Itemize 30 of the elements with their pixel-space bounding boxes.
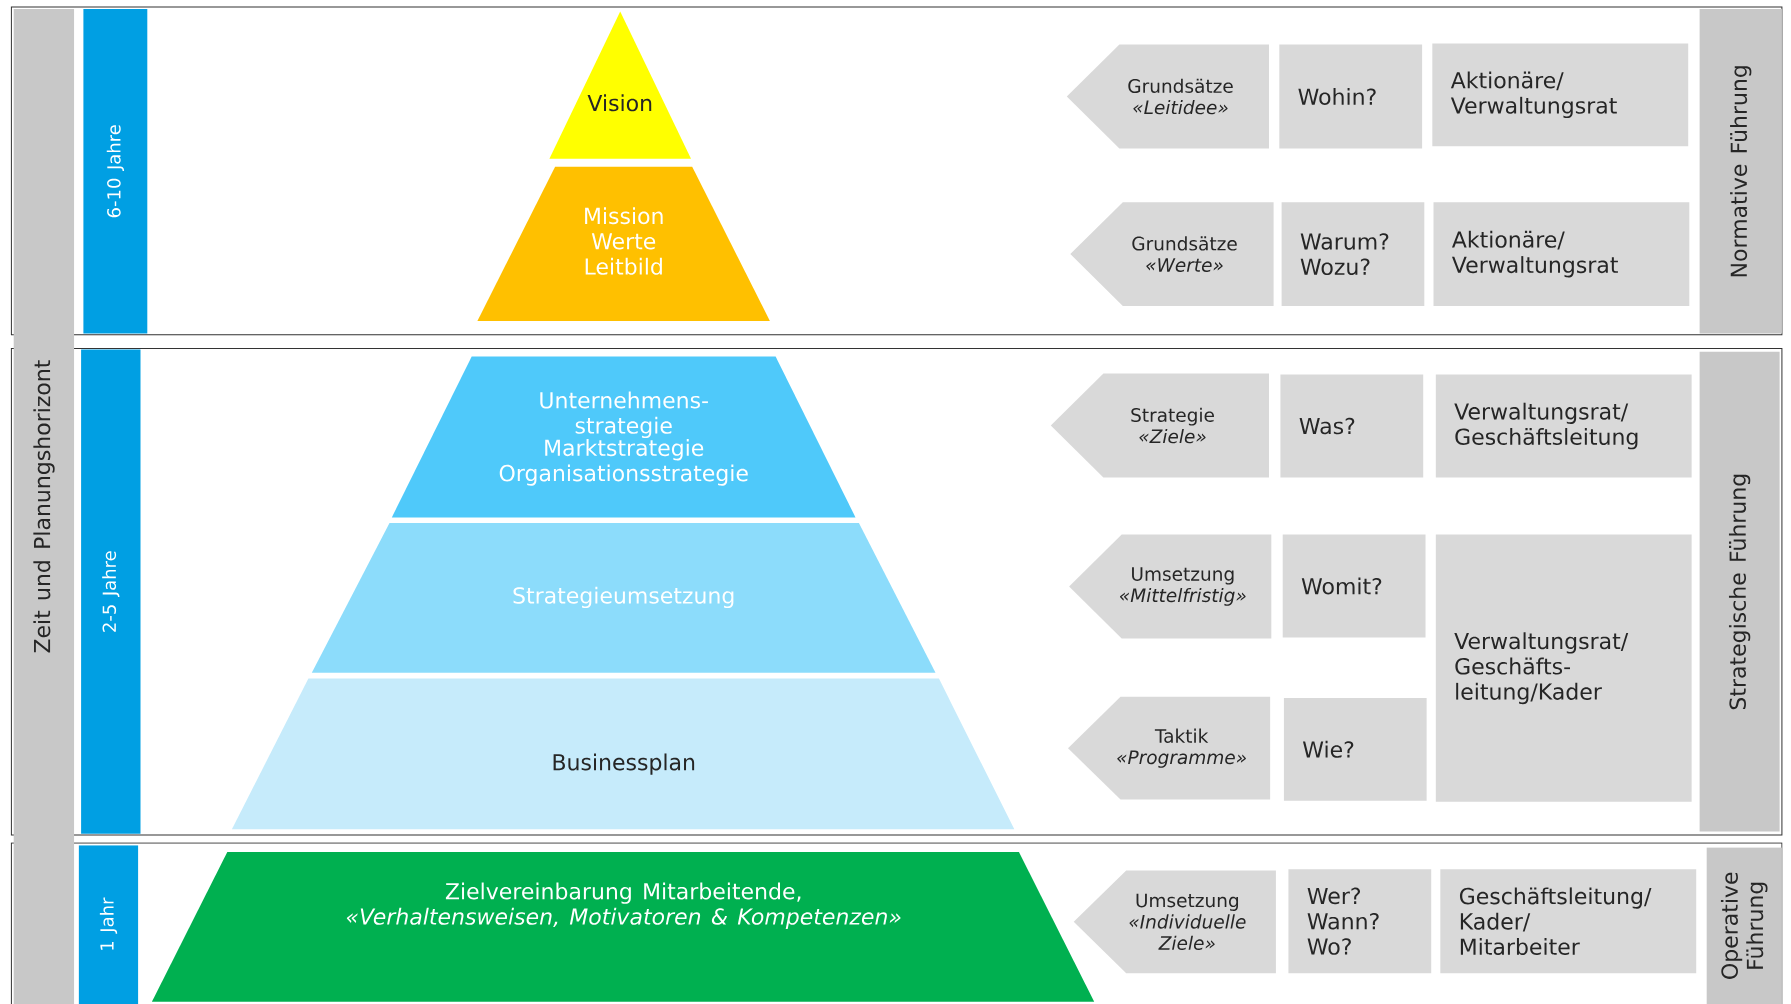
label-box: Warum? Wozu? [1281,202,1425,307]
pyramid-layer: Mission Werte Leitbild [477,166,770,321]
label-box: Aktionäre/ Verwaltungsrat [1433,202,1690,307]
label-box: Aktionäre/ Verwaltungsrat [1432,43,1689,147]
pyramid-layer: Businessplan [231,678,1015,830]
arrow-box: Umsetzung «Individuelle Ziele» [1073,870,1276,974]
label-box: Was? [1280,374,1424,478]
label-box: Wie? [1283,697,1427,801]
label-box: Womit? [1282,534,1426,638]
pyramid-layer: Zielvereinbarung Mitarbeitende, «Verhaltensweisen, Motivatoren & Kompetenzen» [151,852,1095,1002]
side-band: Normative Führung [1699,9,1782,334]
side-band: 6-10 Jahre [83,9,148,334]
arrow-box: Taktik «Programme» [1068,696,1271,800]
side-band: Zeit und Planungshorizont [13,9,75,1004]
pyramid-layer: Strategieumsetzung [311,523,936,673]
pyramid-layer: Unternehmens- strategie Marktstrategie Organisationsstrategie [391,356,856,518]
side-band: Operative Führung [1706,847,1782,1004]
label-box: Wohin? [1279,44,1423,149]
arrow-box: Grundsätze «Leitidee» [1066,44,1269,149]
label-box: Wer? Wann? Wo? [1288,869,1432,974]
arrow-box: Strategie «Ziele» [1050,373,1269,478]
pyramid-layer: Vision [549,11,691,159]
side-band: 2-5 Jahre [81,349,141,834]
side-band: 1 Jahr [78,845,139,1004]
arrow-box: Grundsätze «Werte» [1070,202,1274,307]
label-box: Geschäftsleitung/ Kader/ Mitarbeiter [1440,869,1697,974]
side-band: Strategische Führung [1699,351,1780,832]
arrow-box: Umsetzung «Mittelfristig» [1069,534,1272,639]
label-box: Verwaltungsrat/ Geschäftsleitung [1435,374,1692,478]
label-box: Verwaltungsrat/ Geschäfts- leitung/Kader [1435,534,1692,802]
